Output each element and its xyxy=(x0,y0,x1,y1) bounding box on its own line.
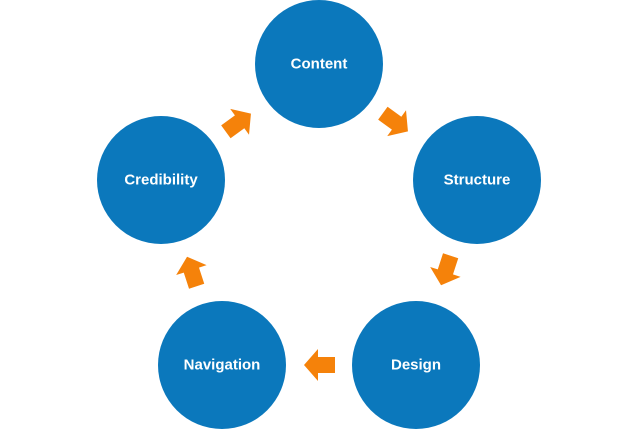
node-navigation: Navigation xyxy=(158,301,286,429)
node-content: Content xyxy=(255,0,383,128)
right-arrow-icon xyxy=(430,253,461,286)
node-label-content: Content xyxy=(291,56,348,73)
right-arrow-icon xyxy=(221,108,251,139)
node-label-design: Design xyxy=(391,357,441,374)
node-circle-content xyxy=(255,0,383,128)
arrows-layer xyxy=(176,106,461,381)
node-design: Design xyxy=(352,301,480,429)
node-circle-design xyxy=(352,301,480,429)
arrow-design-to-navigation xyxy=(304,349,335,381)
arrow-content-to-structure xyxy=(378,106,408,137)
node-circle-structure xyxy=(413,116,541,244)
right-arrow-icon xyxy=(378,106,408,137)
node-label-navigation: Navigation xyxy=(184,357,261,374)
node-circle-credibility xyxy=(97,116,225,244)
node-credibility: Credibility xyxy=(97,116,225,244)
right-arrow-icon xyxy=(176,256,207,289)
node-label-structure: Structure xyxy=(444,172,511,189)
node-structure: Structure xyxy=(413,116,541,244)
arrow-structure-to-design xyxy=(430,253,461,286)
arrow-credibility-to-content xyxy=(221,108,251,139)
node-label-credibility: Credibility xyxy=(124,172,198,189)
right-arrow-icon xyxy=(304,349,335,381)
arrow-navigation-to-credibility xyxy=(176,256,207,289)
node-circle-navigation xyxy=(158,301,286,429)
